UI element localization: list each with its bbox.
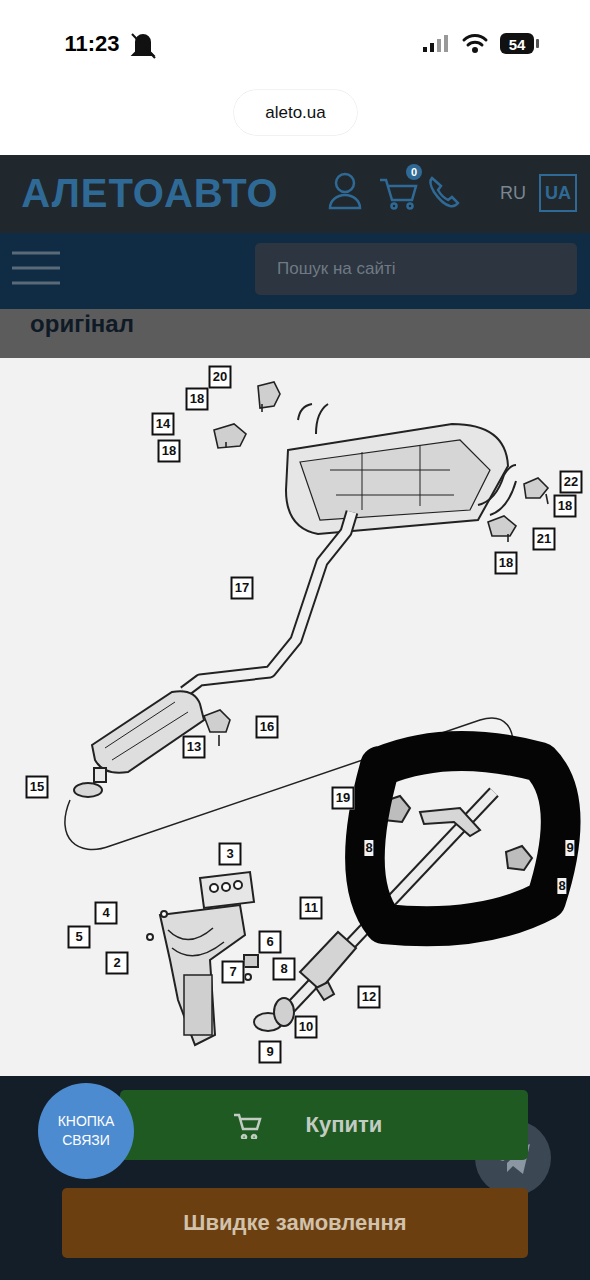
- callout-number: 15: [26, 776, 49, 799]
- status-time: 11:23: [64, 31, 119, 57]
- page-heading: оригінал: [30, 310, 134, 338]
- language-button: UA: [539, 174, 577, 212]
- site-logo: АЛЕТОАВТО: [21, 171, 278, 216]
- callout-number: 18: [186, 388, 209, 411]
- callout-number: 8: [273, 958, 296, 981]
- callout-number: 6: [259, 931, 282, 954]
- address-pill-shadow: [234, 90, 357, 135]
- mute-icon: [132, 34, 155, 58]
- callout-number: 2: [106, 952, 129, 975]
- callout-number: 16: [256, 716, 279, 739]
- cart-count: 0: [411, 166, 417, 178]
- signal-icon: [423, 35, 448, 52]
- button-text: Пошук на сайті: [277, 259, 396, 279]
- button-text: Швидке замовлення: [183, 1210, 406, 1236]
- callout-number: 13: [183, 736, 206, 759]
- button-text: Купити: [306, 1112, 383, 1138]
- callout-number: 11: [300, 897, 323, 920]
- callout-number: 3: [219, 843, 242, 866]
- battery-icon: [500, 33, 534, 54]
- callout-number: 9: [565, 840, 574, 856]
- buy-button: Купити: [120, 1090, 528, 1160]
- hangers: [204, 382, 548, 746]
- wifi-icon: [464, 36, 486, 52]
- address-pill: aleto.ua: [234, 90, 357, 135]
- callout-number: 8: [557, 878, 566, 894]
- callout-number: 18: [158, 440, 181, 463]
- callout-number: 18: [495, 552, 518, 575]
- callout-number: 9: [259, 1041, 282, 1064]
- cart-icon: [232, 1111, 262, 1139]
- callout-number: 21: [533, 528, 556, 551]
- cart-badge: [406, 164, 422, 180]
- quick-order-button: Швидке замовлення: [62, 1188, 528, 1258]
- header-icons: [330, 174, 458, 209]
- callout-number: 20: [209, 366, 232, 389]
- button-text: aleto.ua: [265, 103, 326, 123]
- callout-number: 4: [95, 902, 118, 925]
- callout-number: 8: [364, 840, 373, 856]
- callout-number: 22: [560, 471, 583, 494]
- callout-number: 18: [554, 495, 577, 518]
- callout-number: 10: [295, 1016, 318, 1039]
- callout-number: 17: [231, 577, 254, 600]
- search-field: Пошук на сайті: [255, 243, 577, 295]
- callout-number: 14: [152, 413, 175, 436]
- callout-number: 7: [222, 961, 245, 984]
- scribble-mark: [365, 751, 561, 926]
- callout-number: 5: [68, 926, 91, 949]
- menu-icon: [12, 253, 60, 283]
- language-option: RU: [500, 183, 526, 204]
- contact-button: КНОПКА СВЯЗИ: [38, 1083, 134, 1179]
- callout-number: 12: [358, 986, 381, 1009]
- button-text: КНОПКА СВЯЗИ: [48, 1112, 124, 1150]
- battery-level: 54: [509, 36, 526, 53]
- rear-muffler: [286, 404, 516, 534]
- button-text: UA: [545, 183, 571, 204]
- callout-number: 19: [332, 787, 355, 810]
